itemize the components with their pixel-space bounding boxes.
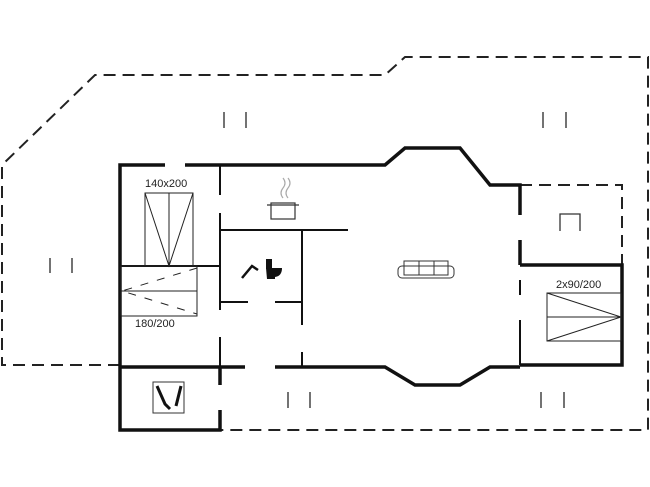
bed-2x90-200 (546, 292, 623, 342)
bed-label-140x200: 140x200 (145, 178, 188, 190)
bed-label-180-200: 180/200 (135, 318, 175, 330)
toilet-icon (266, 259, 282, 279)
walls (118, 146, 624, 432)
terrace-outline (1, 56, 649, 431)
grill-icon (559, 213, 581, 231)
bed-180-200 (120, 265, 198, 317)
bed-140x200 (144, 192, 194, 268)
washing-icon (152, 381, 185, 414)
terrace-markers (49, 112, 567, 408)
pot-icon (267, 177, 299, 220)
sofa-icon (397, 260, 455, 279)
bed-label-2x90-200: 2x90/200 (556, 279, 602, 291)
shower-icon (241, 264, 259, 279)
